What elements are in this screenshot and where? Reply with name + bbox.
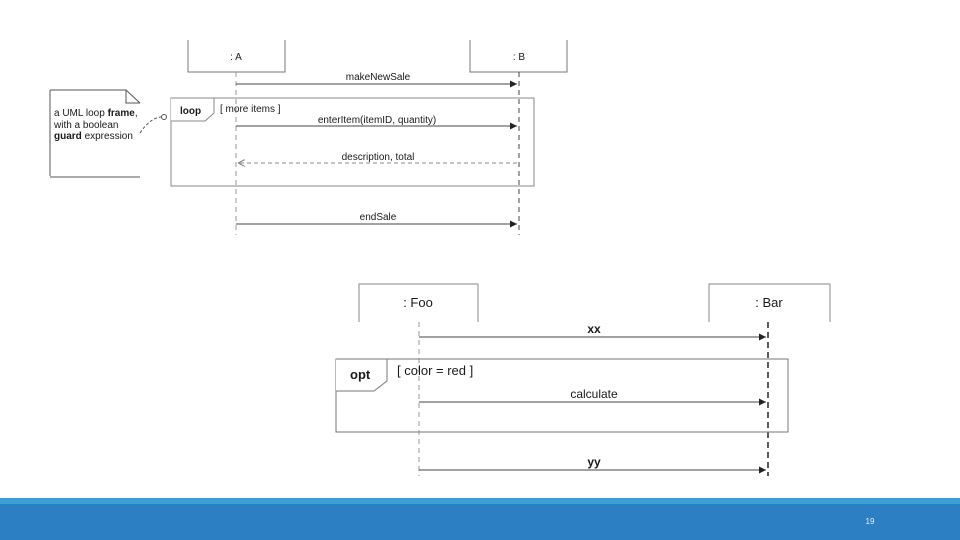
message-yy-label: yy bbox=[587, 455, 601, 469]
participant-foo-label: : Foo bbox=[403, 295, 433, 310]
note-text-part1: a UML loop bbox=[54, 108, 105, 119]
message-description-total-label: description, total bbox=[342, 152, 415, 163]
note-text: a UML loop frame, with a boolean guard e… bbox=[54, 108, 138, 143]
diagram-loop: : A : B makeNewSale loop [ more items ] … bbox=[49, 40, 568, 235]
footer-bar bbox=[0, 504, 960, 540]
message-make-new-sale-label: makeNewSale bbox=[346, 72, 411, 83]
participant-b: : B bbox=[469, 40, 568, 73]
note-text-part5: expression bbox=[84, 131, 133, 143]
opt-frame-operator: opt bbox=[350, 367, 371, 382]
footer-accent-strip bbox=[0, 498, 960, 504]
participant-a-label: : A bbox=[230, 52, 242, 63]
loop-frame-operator: loop bbox=[180, 106, 201, 117]
opt-frame-guard: [ color = red ] bbox=[397, 363, 473, 378]
note-text-guard: guard bbox=[54, 131, 82, 143]
diagram-opt: : Foo : Bar xx opt [ color = red ] calcu… bbox=[335, 283, 831, 476]
message-calculate-label: calculate bbox=[570, 387, 618, 401]
participant-bar-label: : Bar bbox=[755, 295, 783, 310]
loop-frame: loop [ more items ] bbox=[170, 97, 535, 187]
page-number: 19 bbox=[865, 517, 875, 526]
note-text-frame: frame bbox=[107, 108, 135, 119]
participant-foo: : Foo bbox=[358, 283, 479, 322]
note-shape bbox=[49, 89, 167, 178]
loop-frame-guard: [ more items ] bbox=[220, 104, 281, 115]
message-enter-item-label: enterItem(itemID, quantity) bbox=[318, 115, 436, 126]
message-end-sale-label: endSale bbox=[360, 212, 397, 223]
opt-frame: opt [ color = red ] bbox=[335, 358, 789, 433]
participant-b-label: : B bbox=[513, 52, 526, 63]
participant-bar: : Bar bbox=[708, 283, 831, 322]
note-text-part3: , with a boolean bbox=[54, 108, 138, 131]
participant-a: : A bbox=[187, 40, 286, 73]
message-xx-label: xx bbox=[587, 322, 601, 336]
